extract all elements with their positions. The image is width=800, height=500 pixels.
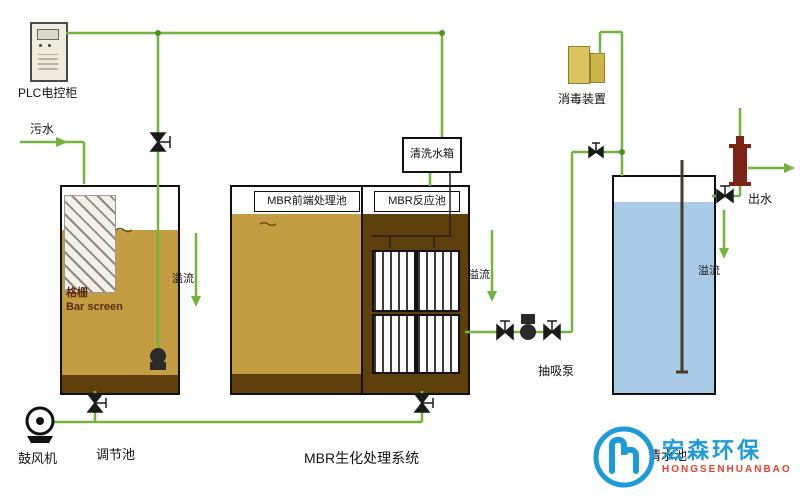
junction-dots [155, 30, 625, 155]
sewage-in-label: 污水 [30, 122, 55, 136]
valve-transfer-icon [588, 142, 604, 159]
clean-water-tank-label: 清水池 [648, 448, 688, 463]
suction-pump-icon [520, 314, 536, 340]
blower-icon [25, 406, 55, 443]
valve-aeration-right-icon [413, 393, 434, 413]
overflow-label-middle: 溢流 [468, 269, 490, 281]
disinfection-device-body [568, 46, 590, 84]
regulation-tank-label: 调节池 [96, 447, 136, 462]
bar-screen [64, 195, 116, 293]
brand-name-cn: 宏森环保 [662, 438, 763, 464]
disinfection-device-label: 消毒装置 [558, 92, 607, 106]
plc-cabinet [30, 22, 68, 82]
blower-label: 鼓风机 [18, 451, 58, 466]
mbr-front-tank-label: MBR前端处理池 [254, 191, 360, 212]
plc-display [37, 29, 59, 40]
membrane-module [372, 250, 416, 312]
bar-screen-label-cn: 格栅 [66, 287, 88, 299]
membrane-module [416, 250, 460, 312]
brand-logo-icon [593, 426, 655, 488]
plc-vents [38, 54, 58, 70]
regulation-tank-sludge [62, 375, 178, 393]
suction-pump-label: 抽吸泵 [538, 364, 575, 378]
cleaning-water-tank: 清洗水箱 [402, 137, 462, 173]
valve-feed-icon [149, 132, 171, 152]
brand-name-en: HONGSENHUANBAO [662, 463, 792, 475]
clean-water [614, 202, 714, 393]
valve-aeration-left-icon [86, 393, 107, 413]
regulation-tank: 格栅 Bar screen [60, 185, 180, 395]
valve-outlet-icon [716, 185, 734, 204]
mbr-system-label: MBR生化处理系统 [304, 450, 420, 466]
valve-suction-in-icon [496, 320, 514, 341]
mbr-tank: MBR前端处理池 MBR反应池 [230, 185, 470, 395]
membrane-module [416, 314, 460, 374]
bar-screen-label-en: Bar screen [66, 301, 123, 313]
overflow-label-left: 溢流 [172, 273, 194, 285]
plc-button [48, 44, 51, 47]
tank-divider [361, 187, 363, 393]
overflow-label-right: 溢流 [698, 265, 720, 277]
outlet-pump-icon [729, 136, 751, 186]
water-out-label: 出水 [748, 192, 773, 206]
mbr-reaction-tank-label: MBR反应池 [374, 191, 460, 212]
plc-button [39, 44, 42, 47]
plc-cabinet-label: PLC电控柜 [18, 86, 78, 100]
mbr-front-sludge [232, 374, 362, 393]
membrane-module [372, 314, 416, 374]
brand-logo: 宏森环保 HONGSENHUANBAO [592, 418, 797, 496]
valve-suction-out-icon [543, 320, 561, 341]
mbr-front-liquid [232, 214, 362, 374]
clean-water-tank [612, 175, 716, 395]
disinfection-device-dosing [590, 53, 605, 83]
